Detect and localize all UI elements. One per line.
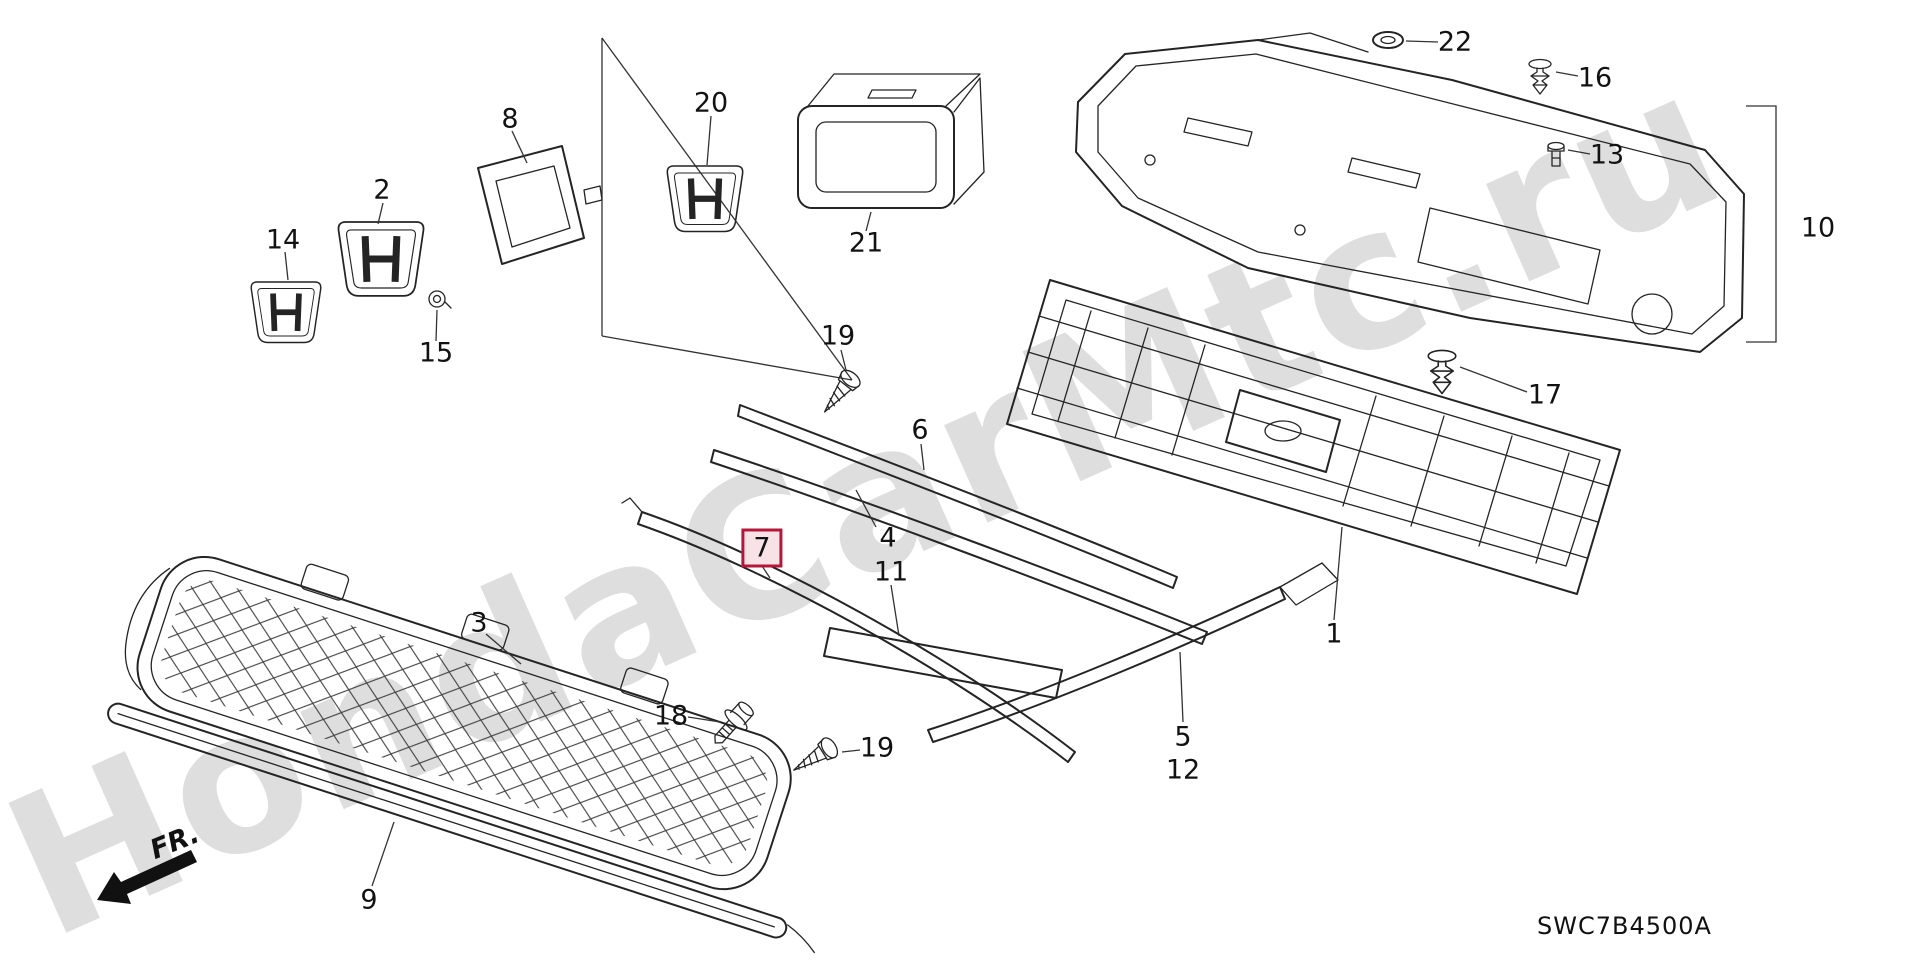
lower-grille-molding-drawing [107,702,788,939]
lower-grille-drawing [107,555,816,954]
emblem-detail-enclosure [601,37,853,381]
callout-6[interactable]: 6 [911,414,929,446]
callout-8[interactable]: 8 [501,103,519,135]
callout-19-upper[interactable]: 19 [820,320,856,352]
diagram-code: SWC7B4500A [1537,912,1712,940]
callout-4[interactable]: 4 [879,522,897,554]
callout-10[interactable]: 10 [1800,212,1836,244]
grille-molding-5-12-drawing [927,562,1339,743]
callout-20[interactable]: 20 [693,87,729,119]
callout-16[interactable]: 16 [1577,62,1613,94]
callout-19-lower[interactable]: 19 [859,732,895,764]
callout-7-highlighted[interactable]: 7 [741,528,783,568]
callout-2[interactable]: 2 [373,174,391,206]
callout-14[interactable]: 14 [265,224,301,256]
callout-21[interactable]: 21 [848,227,884,259]
leader-lines [284,40,1777,887]
callout-9[interactable]: 9 [360,884,378,916]
molding-7-end-hook [621,497,643,513]
screw-19-lower-drawing [787,734,842,781]
grille-molding-4-drawing [710,449,1208,645]
grille-molding-7-drawing [637,511,1076,763]
h-emblem-20-drawing [667,166,742,232]
callout-13[interactable]: 13 [1589,139,1625,171]
callout-1[interactable]: 1 [1325,618,1343,650]
h-emblem-base-2-drawing [338,222,423,296]
watermark: HondaCarMtc.ru [0,24,1755,960]
h-emblem-14-drawing [251,282,321,342]
callout-18[interactable]: 18 [653,700,689,732]
callout-3[interactable]: 3 [470,607,488,639]
nut-15-drawing [428,290,452,309]
callout-17[interactable]: 17 [1527,379,1563,411]
callout-11[interactable]: 11 [873,556,909,588]
sight-shield-cover-drawing [1075,32,1745,353]
grille-film-11-drawing [823,627,1063,699]
emblem-surround-8-drawing [477,145,603,265]
emblem-housing-21-drawing [797,73,985,209]
callout-12[interactable]: 12 [1165,754,1201,786]
callout-22[interactable]: 22 [1437,26,1473,58]
callout-5[interactable]: 5 [1174,721,1192,753]
callout-15[interactable]: 15 [418,337,454,369]
front-grille-drawing [1006,279,1621,595]
grommet-22-drawing [1372,31,1404,49]
grille-garnish-6-drawing [737,404,1178,589]
